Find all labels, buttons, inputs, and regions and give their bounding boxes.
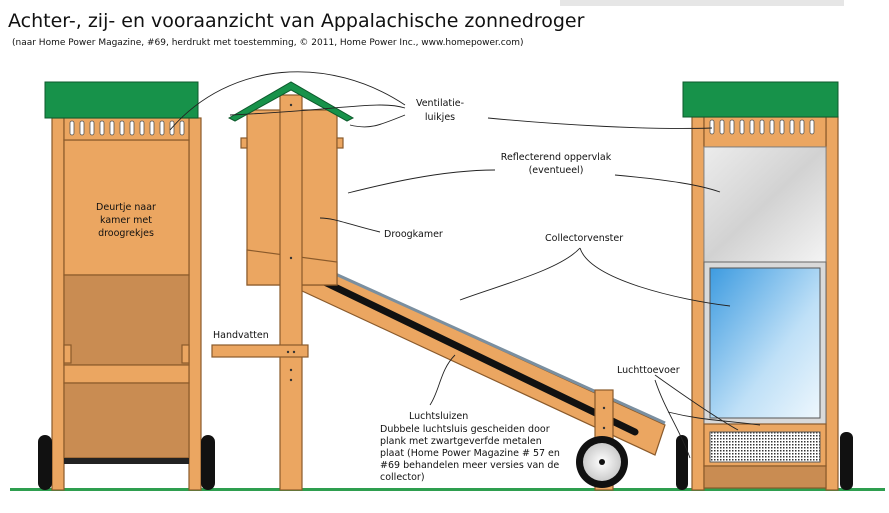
wheel-left (38, 435, 52, 490)
label-air-locks-title: Luchtsluizen (409, 411, 468, 422)
diagram-title: Achter-, zij- en vooraanzicht van Appala… (8, 10, 585, 32)
air-intake-mesh (709, 431, 821, 463)
side-view (211, 81, 688, 491)
label-door-2: kamer met (100, 215, 152, 226)
wheel-right (201, 435, 215, 490)
label-air-intake: Luchttoevoer (617, 365, 680, 376)
diagram-subtitle: (naar Home Power Magazine, #69, herdrukt… (12, 38, 524, 48)
label-ventilation-1: Ventilatie- (416, 98, 464, 109)
top-bar (560, 0, 844, 6)
label-handles: Handvatten (213, 330, 269, 341)
label-air-locks-desc-3: plaat (Home Power Magazine # 57 en (380, 448, 560, 459)
label-collector-window: Collectorvenster (545, 233, 623, 244)
roof-back (44, 81, 199, 119)
label-ventilation-2: luikjes (425, 112, 455, 123)
reflective-panel (703, 146, 827, 263)
label-reflective-1: Reflecterend oppervlak (501, 152, 612, 163)
leader-lines (169, 71, 761, 459)
label-drying-chamber: Droogkamer (384, 229, 443, 240)
back-view (38, 81, 215, 491)
label-air-locks-desc-1: Dubbele luchtsluis gescheiden door (380, 424, 550, 435)
label-door-1: Deurtje naar (96, 202, 156, 213)
label-air-locks-desc-5: collector) (380, 472, 425, 483)
label-air-locks-desc-2: plank met zwartgeverfde metalen (380, 436, 542, 447)
roof-side (227, 81, 355, 122)
ground-line (10, 488, 885, 491)
label-reflective-2: (eventueel) (529, 165, 584, 176)
collector-window (709, 267, 821, 419)
roof-front (682, 81, 839, 118)
label-air-locks-desc-4: #69 behandelen meer versies van de (380, 460, 559, 471)
front-view (682, 81, 853, 491)
label-door-3: droogrekjes (98, 228, 154, 239)
